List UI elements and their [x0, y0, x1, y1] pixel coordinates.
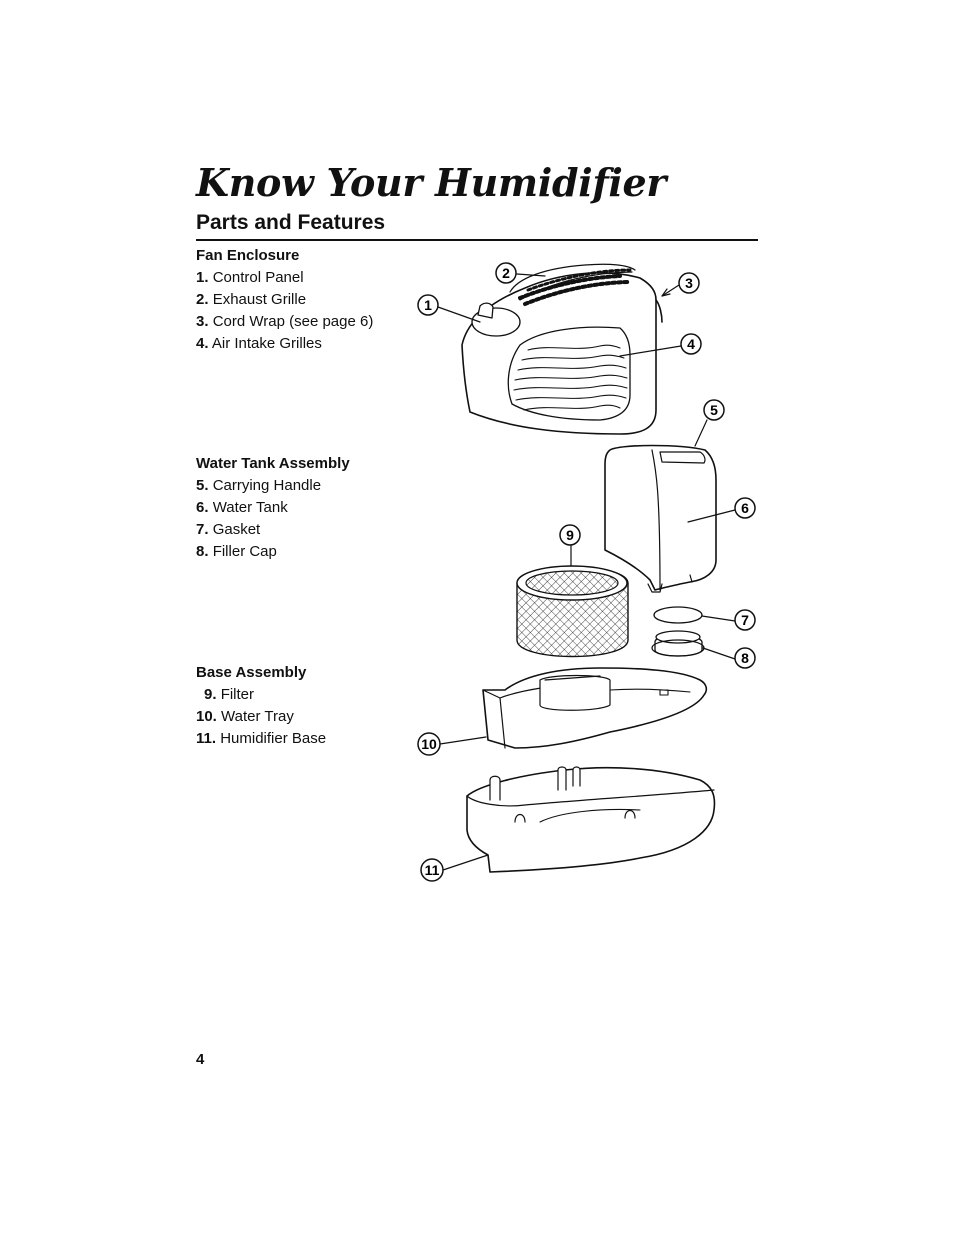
parts-list: 9. Filter 10. Water Tray 11. Humidifier …: [196, 684, 426, 750]
callout-label: 1: [424, 297, 432, 313]
callout-label: 5: [710, 402, 718, 418]
item-number: 2.: [196, 291, 209, 308]
water-tank-assembly-section: Water Tank Assembly 5. Carrying Handle 6…: [196, 453, 426, 563]
list-item: 3. Cord Wrap (see page 6): [196, 311, 426, 333]
callout-label: 8: [741, 650, 749, 666]
callout-11: 11: [420, 858, 444, 882]
callout-6: 6: [734, 497, 756, 519]
item-number: 4.: [196, 335, 209, 352]
list-item: 6. Water Tank: [196, 497, 426, 519]
item-label: Gasket: [212, 521, 261, 538]
page-number: 4: [196, 1051, 205, 1068]
page-title: Know Your Humidifier: [196, 160, 667, 205]
item-label: Humidifier Base: [220, 730, 327, 747]
callout-7: 7: [734, 609, 756, 631]
callout-8: 8: [734, 647, 756, 669]
item-label: Cord Wrap (see page 6): [212, 313, 374, 330]
fan-enclosure-section: Fan Enclosure 1. Control Panel 2. Exhaus…: [196, 245, 426, 355]
callout-4: 4: [680, 333, 702, 355]
section-heading: Water Tank Assembly: [196, 455, 350, 472]
list-item: 4. Air Intake Grilles: [196, 333, 426, 355]
item-label: Water Tank: [212, 499, 288, 516]
callout-label: 9: [566, 527, 574, 543]
list-item: 10. Water Tray: [196, 706, 426, 728]
filter-drawing: [516, 565, 629, 658]
item-number: 8.: [196, 543, 209, 560]
callout-5: 5: [703, 399, 725, 421]
item-number: 3.: [196, 313, 209, 330]
list-item: 11. Humidifier Base: [196, 728, 426, 750]
parts-list: 5. Carrying Handle 6. Water Tank 7. Gask…: [196, 475, 426, 563]
callout-label: 4: [687, 336, 695, 352]
base-assembly-section: Base Assembly 9. Filter 10. Water Tray 1…: [196, 662, 426, 750]
list-item: 2. Exhaust Grille: [196, 289, 426, 311]
callout-3: 3: [678, 272, 700, 294]
callout-10: 10: [417, 732, 441, 756]
callout-label: 11: [425, 862, 440, 878]
water-tank-drawing: [604, 444, 717, 593]
item-number: 1.: [196, 269, 209, 286]
list-item: 1. Control Panel: [196, 267, 426, 289]
callout-9: 9: [559, 524, 581, 546]
humidifier-exploded-diagram: 1 2 3 4 5 6 9 7 8 10 11: [417, 262, 756, 882]
item-label: Air Intake Grilles: [211, 335, 322, 352]
fan-enclosure-drawing: [461, 263, 663, 435]
callout-2: 2: [495, 262, 517, 284]
item-number: 9.: [204, 686, 217, 703]
item-number: 5.: [196, 477, 209, 494]
item-label: Exhaust Grille: [212, 291, 307, 308]
item-label: Filler Cap: [212, 543, 277, 560]
item-label: Control Panel: [212, 269, 304, 286]
callout-label: 3: [685, 275, 693, 291]
callout-label: 7: [741, 612, 749, 628]
list-item: 5. Carrying Handle: [196, 475, 426, 497]
callout-label: 6: [741, 500, 749, 516]
item-label: Filter: [220, 686, 255, 703]
list-item: 9. Filter: [196, 684, 426, 706]
callout-label: 10: [421, 736, 437, 752]
filler-cap-drawing: [651, 630, 705, 657]
section-heading: Base Assembly: [196, 664, 307, 681]
item-number: 7.: [196, 521, 209, 538]
item-number: 6.: [196, 499, 209, 516]
water-tray-drawing: [482, 667, 708, 749]
callout-markers: 1 2 3 4 5 6 9 7 8 10 11: [417, 262, 756, 882]
item-label: Water Tray: [221, 708, 294, 725]
list-item: 7. Gasket: [196, 519, 426, 541]
section-heading: Fan Enclosure: [196, 247, 300, 264]
callout-1: 1: [417, 294, 439, 316]
callout-label: 2: [502, 265, 510, 281]
humidifier-base-drawing: [466, 766, 716, 873]
section-subtitle: Parts and Features: [196, 211, 386, 234]
gasket-drawing: [653, 606, 703, 624]
list-item: 8. Filler Cap: [196, 541, 426, 563]
callout-leader-lines: [437, 273, 736, 871]
parts-list: 1. Control Panel 2. Exhaust Grille 3. Co…: [196, 267, 426, 355]
item-number: 11.: [196, 730, 217, 747]
item-number: 10.: [196, 708, 217, 725]
title-rule: [196, 239, 758, 241]
item-label: Carrying Handle: [212, 477, 322, 494]
